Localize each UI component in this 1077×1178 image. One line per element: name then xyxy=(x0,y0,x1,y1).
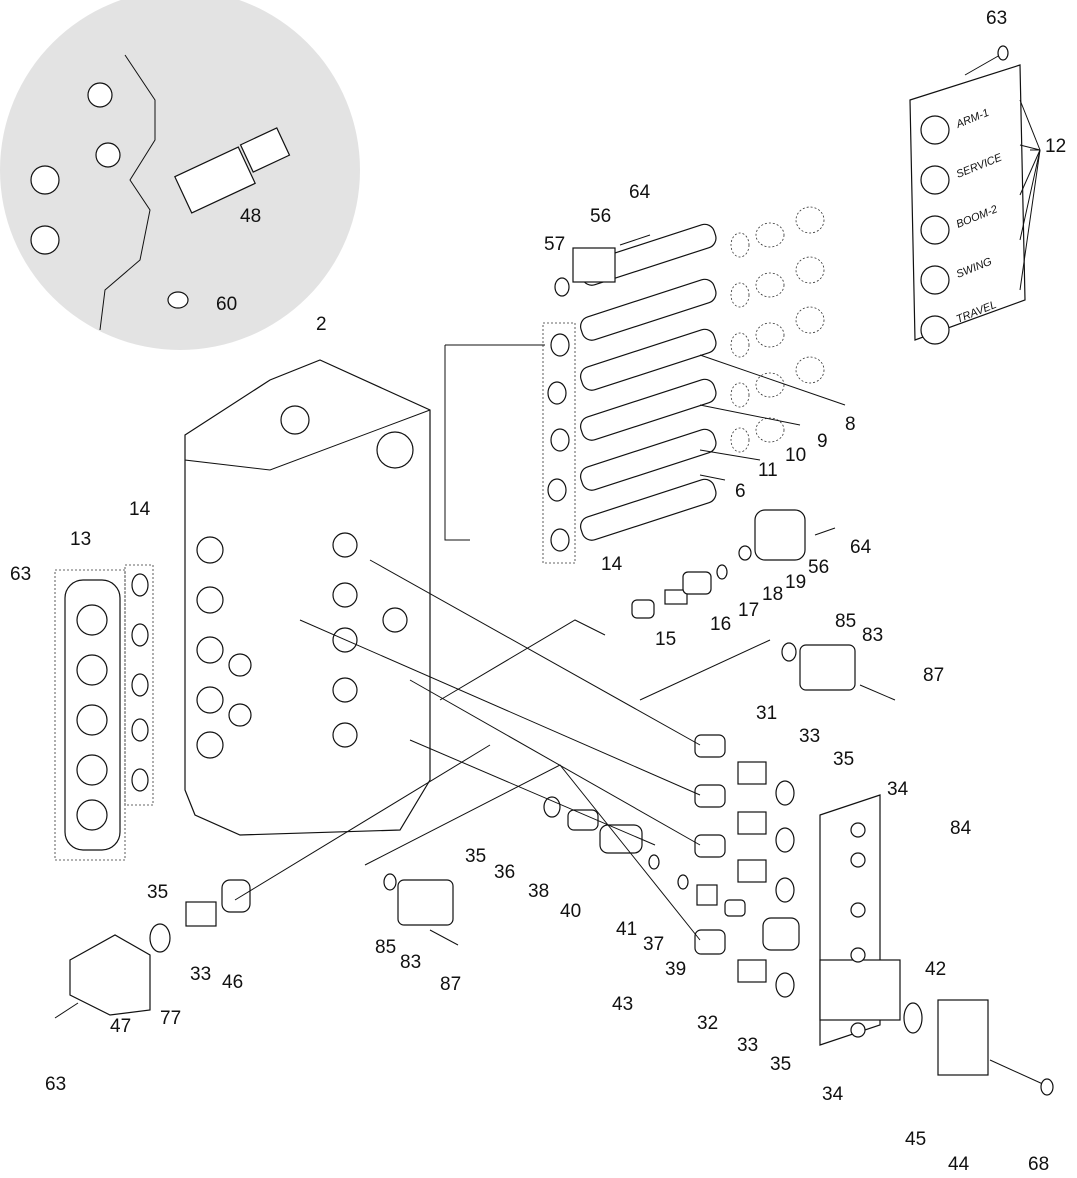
valve-body xyxy=(184,359,431,836)
callout-83-upper: 83 xyxy=(862,625,883,646)
callout-45: 45 xyxy=(905,1129,926,1150)
callout-63-left: 63 xyxy=(10,564,31,585)
callout-87-upper: 87 xyxy=(923,665,944,686)
o-rings-left xyxy=(124,564,154,806)
callout-35-mid: 35 xyxy=(465,846,486,867)
callout-35-bottom: 35 xyxy=(770,1054,791,1075)
callout-36: 36 xyxy=(494,862,515,883)
callout-68: 68 xyxy=(1028,1154,1049,1175)
plate-44 xyxy=(903,999,1054,1096)
callout-46: 46 xyxy=(222,972,243,993)
callout-38: 38 xyxy=(528,881,549,902)
callout-14-right: 14 xyxy=(601,554,623,575)
callout-60: 60 xyxy=(216,294,237,315)
callout-40: 40 xyxy=(560,901,581,922)
block-47 xyxy=(54,879,251,1019)
callout-9: 9 xyxy=(817,431,828,452)
callout-63-bottom: 63 xyxy=(45,1074,66,1095)
valve-ports xyxy=(196,532,408,759)
callout-34-bottom: 34 xyxy=(822,1084,844,1105)
callout-56-top: 56 xyxy=(590,206,611,227)
callout-57: 57 xyxy=(544,234,565,255)
o-rings-right xyxy=(542,277,576,564)
callout-14-left: 14 xyxy=(129,499,151,520)
callout-48: 48 xyxy=(240,206,261,227)
callout-12: 12 xyxy=(1045,136,1066,157)
detail-cartridge xyxy=(174,127,291,214)
callout-56-right: 56 xyxy=(808,557,829,578)
parts-15-18 xyxy=(631,564,728,619)
callout-83-lower: 83 xyxy=(400,952,421,973)
cover-83-upper xyxy=(781,642,896,701)
block-56-right xyxy=(738,509,836,561)
block-56-top xyxy=(572,234,651,283)
callout-85-lower: 85 xyxy=(375,937,396,958)
callout-44: 44 xyxy=(948,1154,970,1175)
bolt-63-top xyxy=(964,45,1009,76)
callout-2: 2 xyxy=(316,314,327,335)
detail-inset xyxy=(0,0,360,350)
callouts: 63 12 64 56 57 48 60 2 8 9 10 11 6 14 13… xyxy=(10,8,1066,1175)
callout-8: 8 xyxy=(845,414,856,435)
spools xyxy=(580,223,717,541)
callout-17: 17 xyxy=(738,600,759,621)
callout-33-left: 33 xyxy=(190,964,211,985)
cover-34 xyxy=(819,794,901,1046)
callout-37: 37 xyxy=(643,934,664,955)
callout-11: 11 xyxy=(758,460,778,481)
callout-64-right: 64 xyxy=(850,537,872,558)
o-rings-35 xyxy=(149,780,795,998)
callout-42: 42 xyxy=(925,959,946,980)
callout-6: 6 xyxy=(735,481,746,502)
callout-35-top: 35 xyxy=(833,749,854,770)
callout-19: 19 xyxy=(785,572,806,593)
callout-33-bottom: 33 xyxy=(737,1035,758,1056)
callout-32: 32 xyxy=(697,1013,718,1034)
callout-77: 77 xyxy=(160,1008,181,1029)
plugs-31 xyxy=(694,734,726,955)
callout-10: 10 xyxy=(785,445,806,466)
callout-64-top: 64 xyxy=(629,182,651,203)
detail-plug xyxy=(167,291,189,309)
callout-63-top: 63 xyxy=(986,8,1007,29)
parts-36-43 xyxy=(567,809,800,951)
spring-assemblies xyxy=(730,206,825,453)
callout-35-left: 35 xyxy=(147,882,168,903)
callout-43: 43 xyxy=(612,994,633,1015)
spool-caps-12: ARM-1 SERVICE BOOM-2 SWING TRAVEL xyxy=(909,64,1026,345)
callout-39: 39 xyxy=(665,959,686,980)
callout-85-upper: 85 xyxy=(835,611,856,632)
left-cover-13 xyxy=(54,569,126,861)
callout-34-top: 34 xyxy=(887,779,909,800)
callout-87-lower: 87 xyxy=(440,974,461,995)
callout-16: 16 xyxy=(710,614,731,635)
springs-33 xyxy=(185,761,767,983)
callout-33-top: 33 xyxy=(799,726,820,747)
cover-83-lower xyxy=(397,879,459,946)
callout-41: 41 xyxy=(616,919,637,940)
callout-18: 18 xyxy=(762,584,783,605)
callout-84: 84 xyxy=(950,818,972,839)
callout-15: 15 xyxy=(655,629,676,650)
leader-lines xyxy=(234,99,1041,941)
callout-47: 47 xyxy=(110,1016,131,1037)
callout-31: 31 xyxy=(756,703,777,724)
callout-13: 13 xyxy=(70,529,91,550)
